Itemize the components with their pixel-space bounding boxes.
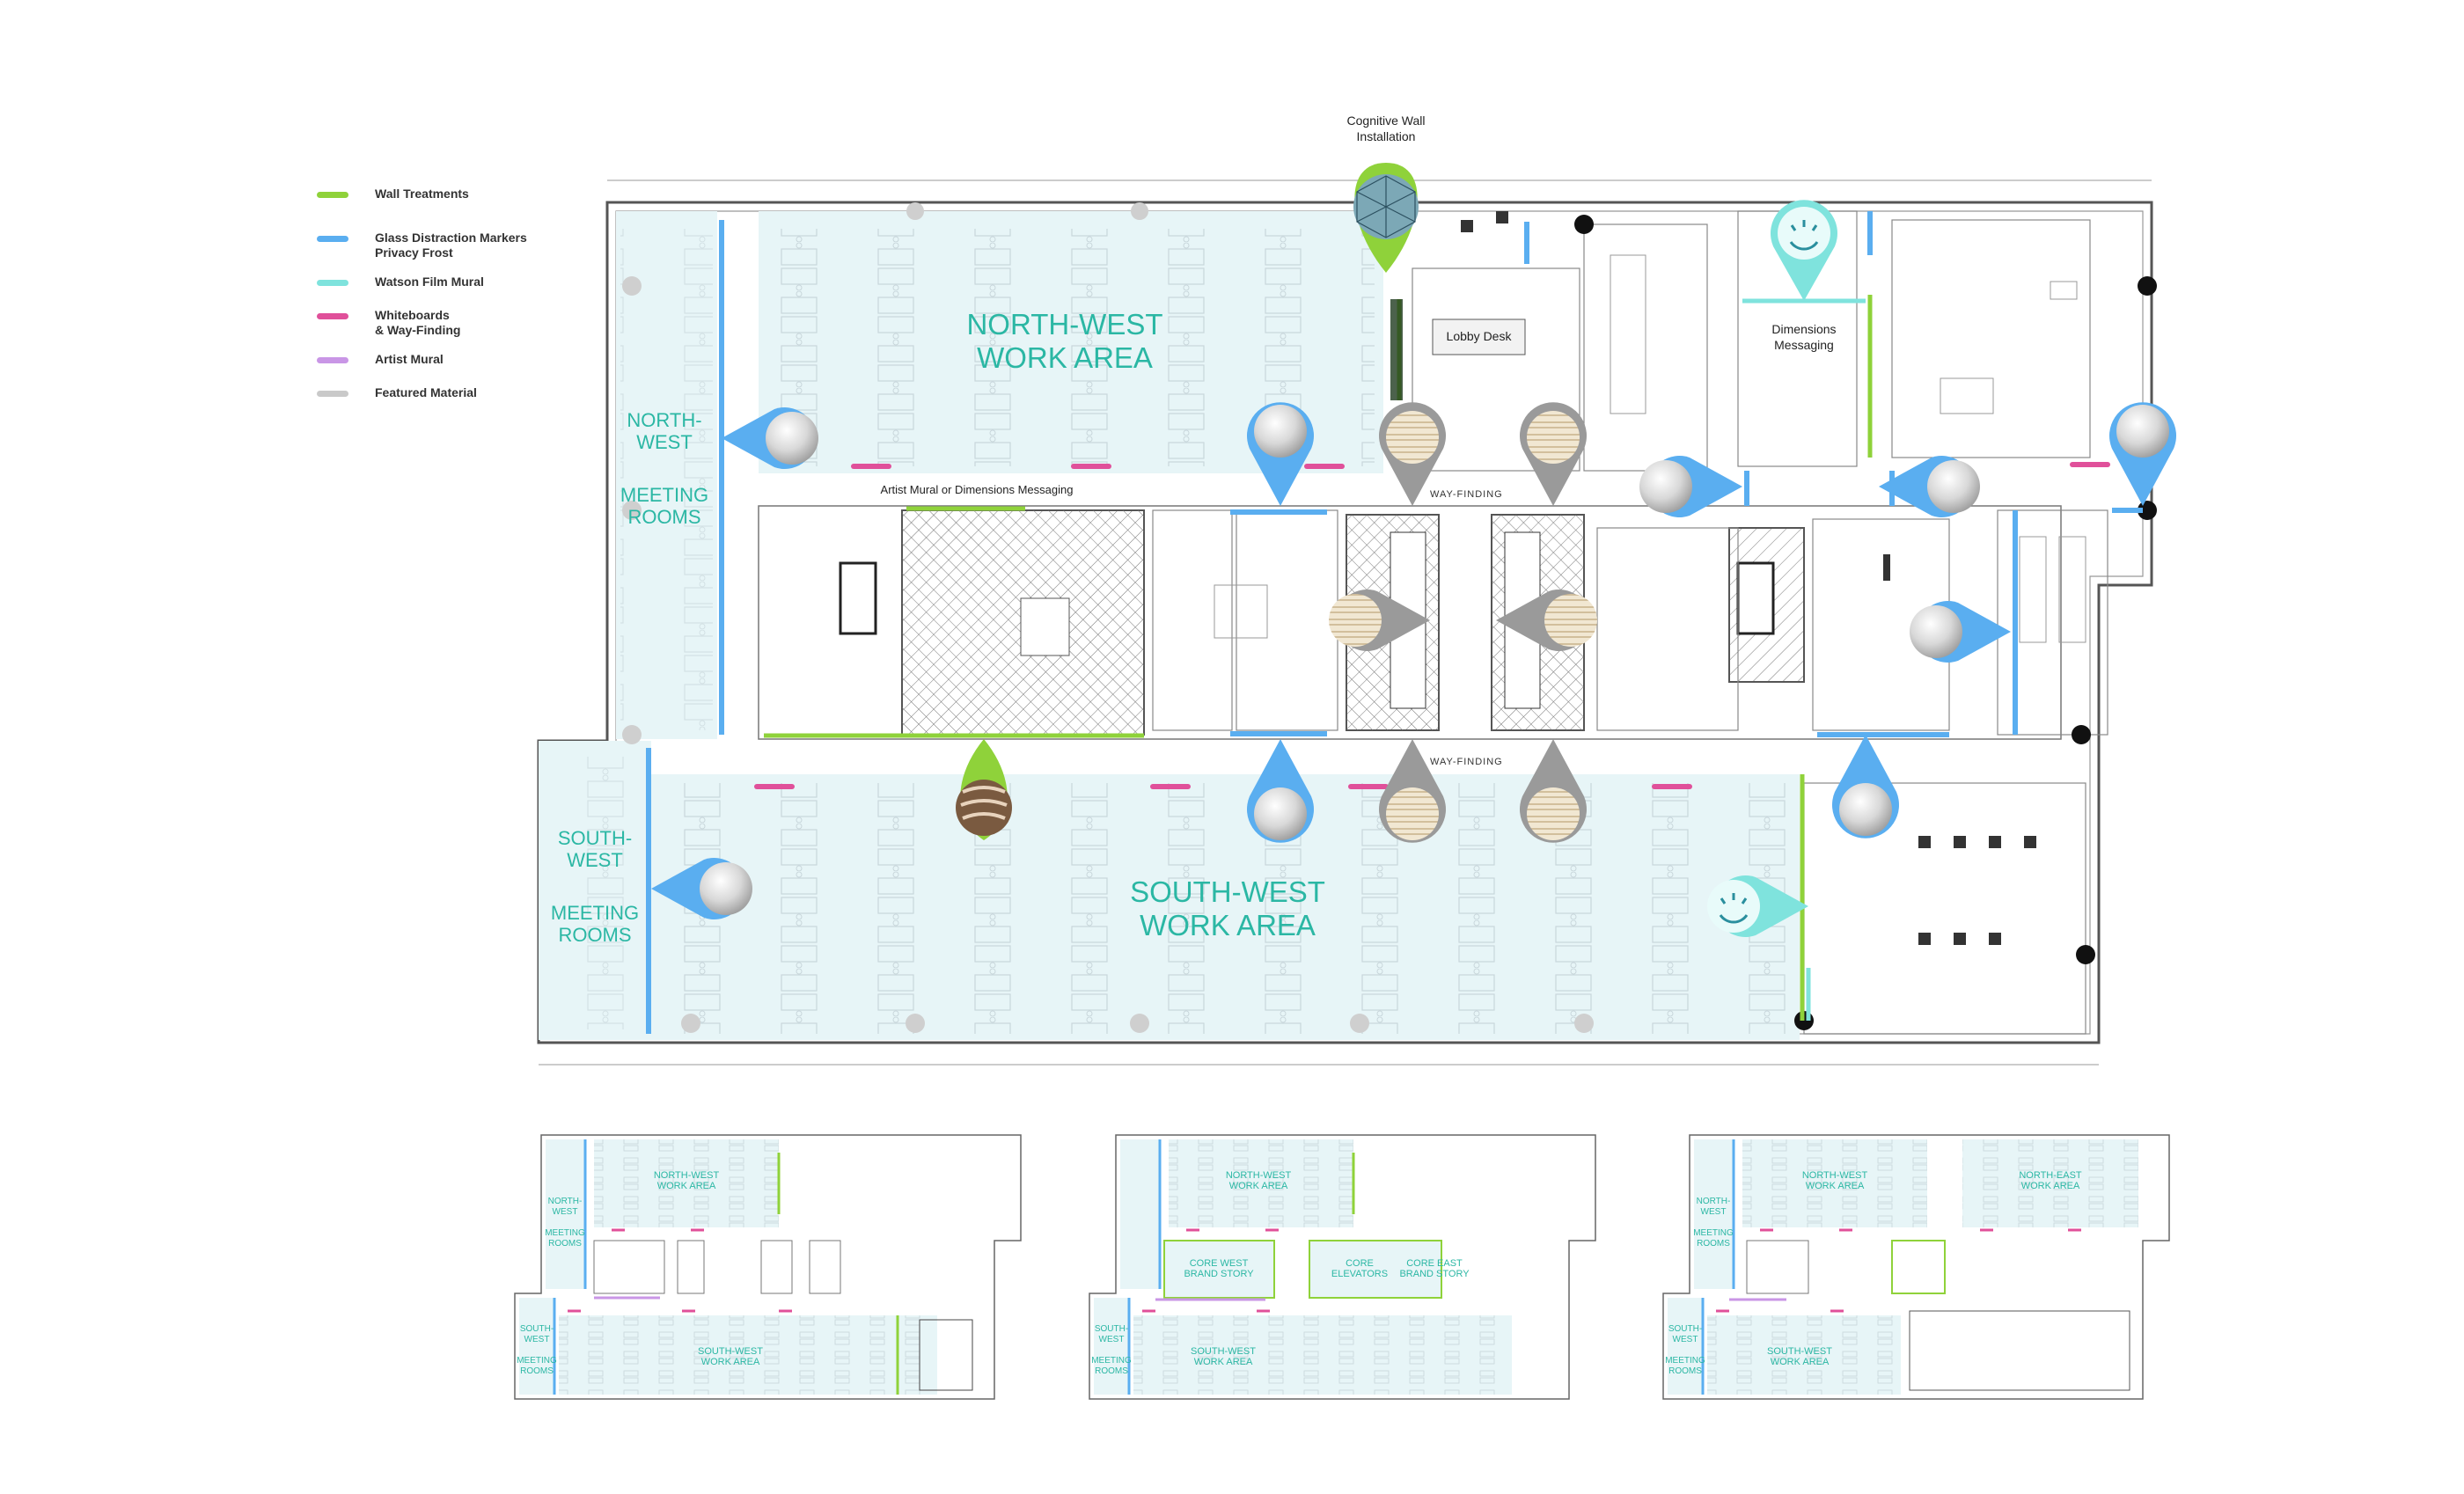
glass-marker-pins <box>651 402 2176 920</box>
legend-label: Glass Distraction Markers Privacy Frost <box>375 231 527 260</box>
legend-swatch <box>317 280 348 286</box>
south-west-meeting-rooms-label: MEETING ROOMS <box>550 902 640 947</box>
legend-swatch <box>317 357 348 363</box>
thumb2-core-west-label: CORE WEST BRAND STORY <box>1184 1258 1254 1279</box>
legend-label: Whiteboards & Way-Finding <box>375 308 461 337</box>
south-west-meeting-label: SOUTH- WEST <box>557 827 633 872</box>
thumb3-north-east-work-label: NORTH-EAST WORK AREA <box>2019 1170 2082 1191</box>
artist-mural-note: Artist Mural or Dimensions Messaging <box>880 483 1074 496</box>
north-west-work-area-label: NORTH-WEST WORK AREA <box>966 308 1163 374</box>
legend-swatch <box>317 236 348 242</box>
featured-material-pins <box>1329 402 1597 843</box>
thumb3-north-work-label: NORTH-WEST WORK AREA <box>1801 1170 1868 1191</box>
watson-film-pins <box>1707 200 1838 937</box>
lobby-desk-box <box>1432 319 1526 355</box>
lobby-desk-label: Lobby Desk <box>1446 329 1512 343</box>
way-finding-bottom-label: WAY-FINDING <box>1430 757 1503 767</box>
thumb3-south-work-label: SOUTH-WEST WORK AREA <box>1767 1346 1832 1367</box>
north-west-meeting-rooms-label: MEETING ROOMS <box>620 484 709 529</box>
legend-label: Wall Treatments <box>375 187 469 201</box>
artist-mural-pin <box>956 739 1012 840</box>
dimensions-messaging-label: Dimensions Messaging <box>1771 322 1837 352</box>
way-finding-top-label: WAY-FINDING <box>1430 489 1503 500</box>
thumb3-north-meeting-label: NORTH- WEST MEETING ROOMS <box>1693 1197 1734 1249</box>
north-west-meeting-label: NORTH- WEST <box>627 409 702 454</box>
thumb2-north-work-label: NORTH-WEST WORK AREA <box>1225 1170 1292 1191</box>
legend-label: Featured Material <box>375 385 477 399</box>
thumb2-core-elevators-label: CORE ELEVATORS <box>1331 1258 1389 1279</box>
thumb2-south-meeting-label: SOUTH- WEST MEETING ROOMS <box>1091 1324 1132 1376</box>
thumb1-north-meeting-label: NORTH- WEST MEETING ROOMS <box>545 1197 585 1249</box>
thumb2-core-east-label: CORE EAST BRAND STORY <box>1399 1258 1470 1279</box>
legend-label: Artist Mural <box>375 352 444 366</box>
cognitive-wall-pin <box>1353 163 1419 273</box>
legend-swatch <box>317 313 348 319</box>
thumb1-north-work-label: NORTH-WEST WORK AREA <box>653 1170 720 1191</box>
legend-swatch <box>317 391 348 397</box>
south-west-work-area-label: SOUTH-WEST WORK AREA <box>1130 875 1325 941</box>
thumb2-south-work-label: SOUTH-WEST WORK AREA <box>1191 1346 1256 1367</box>
cognitive-wall-label: Cognitive Wall Installation <box>1346 114 1426 143</box>
thumb1-south-meeting-label: SOUTH- WEST MEETING ROOMS <box>517 1324 557 1376</box>
thumb1-south-work-label: SOUTH-WEST WORK AREA <box>698 1346 763 1367</box>
thumb3-south-meeting-label: SOUTH- WEST MEETING ROOMS <box>1665 1324 1705 1376</box>
legend-swatch <box>317 192 348 198</box>
legend-label: Watson Film Mural <box>375 275 484 289</box>
